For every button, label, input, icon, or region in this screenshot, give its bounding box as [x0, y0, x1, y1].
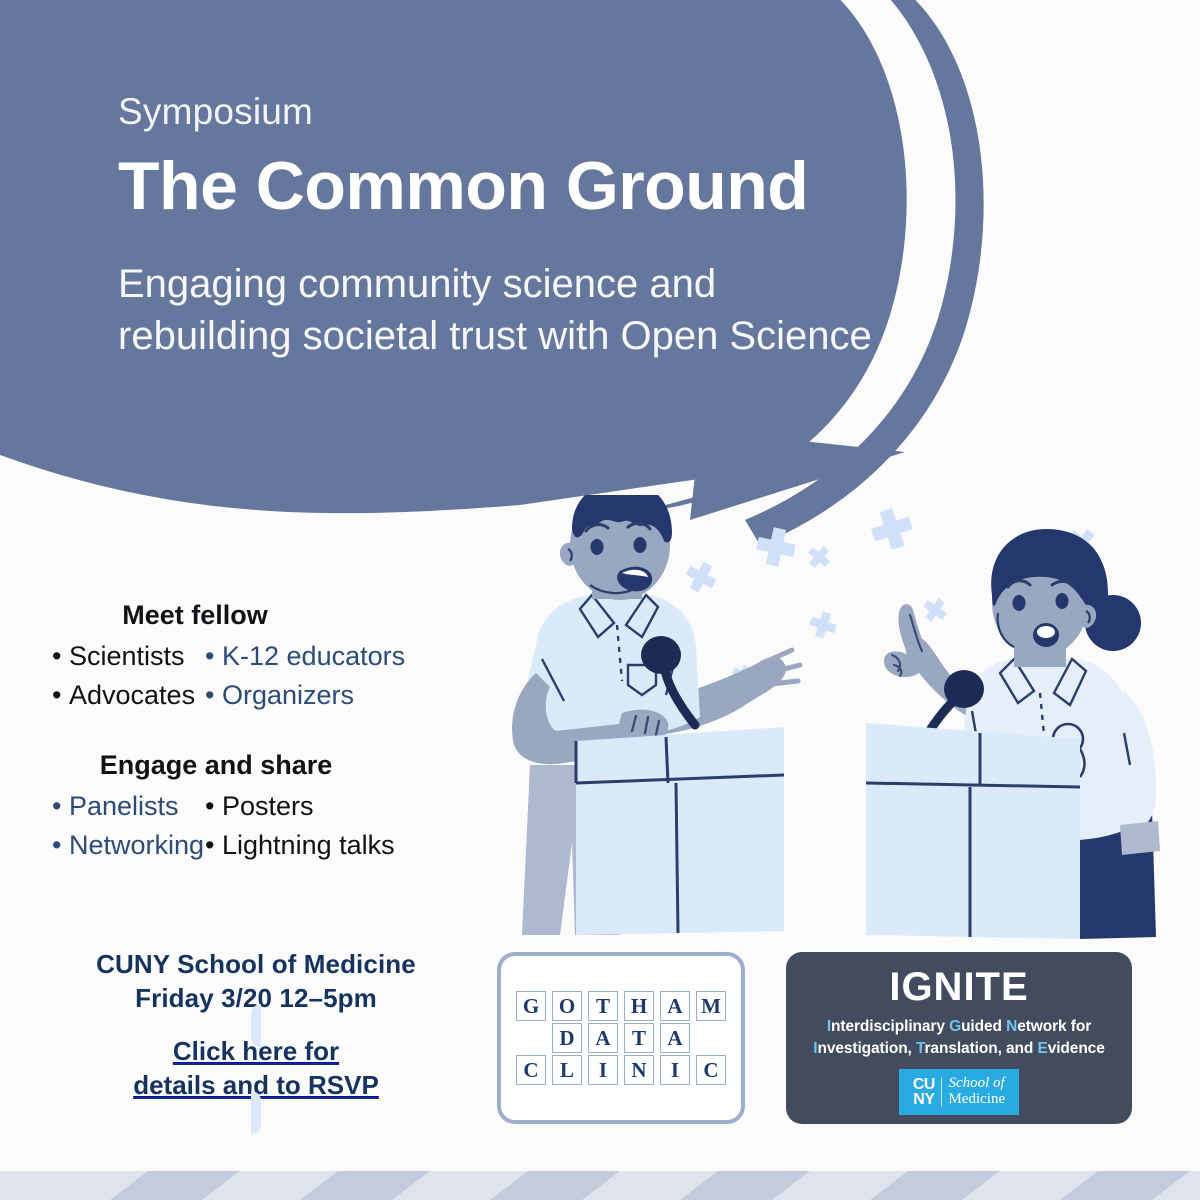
speech-bubble: Symposium The Common Ground Engaging com… — [0, 0, 984, 545]
ignite-subtitle-text: ranslation, and — [924, 1040, 1038, 1057]
gotham-logo-row-1: G O T H A M — [513, 990, 729, 1022]
ignite-subtitle-text: uided — [961, 1018, 1007, 1035]
logo-letter-cell: T — [624, 1023, 654, 1053]
list-item: •Advocates — [52, 676, 205, 715]
ignite-acronym-letter: I — [813, 1040, 818, 1057]
list-item-label: Advocates — [69, 680, 196, 711]
speech-bubble-shape — [0, 0, 984, 545]
list-item-label: Panelists — [69, 790, 179, 821]
ignite-title: IGNITE — [889, 965, 1029, 1009]
cuny-school-line2: Medicine — [948, 1091, 1006, 1107]
podium-right — [865, 670, 1081, 939]
logo-letter-cell: I — [588, 1055, 618, 1085]
logo-letter-cell: I — [660, 1055, 690, 1085]
ignite-subtitle-line-2: Investigation, Translation, and Evidence — [813, 1038, 1105, 1060]
subtitle: Engaging community science and rebuildin… — [118, 262, 872, 359]
logo-letter-cell: A — [588, 1023, 618, 1053]
list-item: •K-12 educators — [205, 637, 465, 676]
bullet-icon: • — [205, 680, 215, 711]
bullet-icon: • — [52, 641, 62, 671]
logo-letter-cell: H — [624, 991, 654, 1021]
gotham-data-clinic-logo: G O T H A M D A T A C L I N I C — [497, 952, 745, 1124]
list-group-meet-fellow: Meet fellow •Scientists •Advocates •K-12… — [0, 600, 500, 716]
logo-letter-cell: L — [552, 1055, 582, 1085]
bullet-icon: • — [52, 790, 62, 821]
cuny-wordmark-line1: CU — [912, 1075, 936, 1093]
bullet-icon: • — [205, 641, 215, 671]
list-item-label: Networking — [69, 830, 205, 861]
ignite-subtitle-line-1: Interdisciplinary Guided Network for — [813, 1016, 1104, 1038]
logo-letter-cell: T — [588, 991, 618, 1021]
venue-label: CUNY School of Medicine — [96, 949, 416, 979]
list-item: •Lightning talks — [205, 826, 465, 865]
benefits-lists: Meet fellow •Scientists •Advocates •K-12… — [0, 600, 500, 866]
list-item-label: Posters — [222, 790, 314, 821]
logo-letter-cell: D — [552, 1023, 582, 1053]
ignite-subtitle-text: vidence — [1047, 1040, 1105, 1057]
rsvp-button[interactable]: Click here for details and to RSVP — [56, 1003, 456, 1135]
logo-letter-cell: M — [696, 991, 726, 1021]
ignite-acronym-letter: G — [949, 1018, 962, 1035]
ignite-subtitle-text: nvestigation, — [817, 1040, 916, 1057]
podium-left — [574, 636, 785, 935]
cuny-school-text: School of Medicine — [948, 1076, 1005, 1107]
list-item: •Organizers — [205, 676, 465, 715]
gotham-logo-row-2: D A T A — [513, 1022, 729, 1054]
logo-letter-cell: O — [552, 991, 582, 1021]
list-heading-meet-fellow: Meet fellow — [122, 600, 268, 630]
speakers-illustration-svg — [512, 480, 1160, 939]
ignite-logo-card: IGNITE Interdisciplinary Guided Network … — [786, 952, 1132, 1124]
gotham-logo-row-3: C L I N I C — [513, 1054, 729, 1086]
cuny-school-of-medicine-logo: CU NY School of Medicine — [899, 1069, 1019, 1115]
list-column-left-1: •Scientists •Advocates — [0, 637, 205, 716]
list-heading-engage-and-share: Engage and share — [99, 749, 333, 780]
logo-spacer-cell — [696, 1023, 726, 1053]
eyebrow-label: Symposium — [118, 91, 314, 132]
list-column-right-2: •Posters •Lightning talks — [205, 787, 465, 866]
bottom-stripe-pattern — [0, 1171, 1200, 1200]
speaker-left — [512, 480, 803, 935]
logo-letter-cell: C — [696, 1055, 726, 1085]
ignite-acronym-letter: I — [826, 1018, 832, 1035]
ignite-subtitle-text: etwork for — [1017, 1018, 1092, 1035]
ignite-subtitle-text: nterdisciplinary — [831, 1018, 950, 1035]
list-group-engage-and-share: Engage and share •Panelists •Networking … — [0, 750, 500, 866]
list-item-label: Organizers — [222, 680, 355, 711]
logo-letter-cell: G — [516, 991, 546, 1021]
logo-letter-cell: C — [516, 1055, 546, 1085]
rsvp-button-line2: details and to RSVP — [133, 1070, 379, 1101]
bullet-icon: • — [52, 830, 62, 861]
cuny-wordmark-line2: NY — [913, 1091, 935, 1108]
list-item-label: K-12 educators — [222, 641, 406, 671]
page-title: The Common Ground — [118, 147, 809, 224]
list-item: •Panelists — [52, 787, 205, 826]
ignite-acronym-letter: E — [1037, 1040, 1048, 1057]
bubble-text-block: Symposium The Common Ground Engaging com… — [118, 91, 878, 362]
bullet-icon: • — [52, 680, 62, 711]
speakers-illustration — [480, 480, 1200, 955]
logo-letter-cell: N — [624, 1055, 654, 1085]
event-info: CUNY School of Medicine Friday 3/20 12–5… — [56, 948, 456, 1135]
bullet-icon: • — [205, 790, 215, 821]
list-item: •Scientists — [52, 637, 205, 676]
list-column-right-1: •K-12 educators •Organizers — [205, 637, 465, 716]
logo-letter-cell: A — [660, 991, 690, 1021]
list-column-left-2: •Panelists •Networking — [0, 787, 205, 866]
list-item: •Posters — [205, 787, 465, 826]
ignite-subtitle: Interdisciplinary Guided Network for Inv… — [813, 1016, 1105, 1060]
logo-letter-cell: A — [660, 1023, 690, 1053]
list-item-label: Scientists — [69, 641, 185, 671]
bottom-stripe-bar — [0, 1171, 1200, 1200]
cuny-wordmark: CU NY — [912, 1075, 936, 1108]
cuny-school-line1: School of — [948, 1075, 1005, 1092]
bullet-icon: • — [205, 830, 215, 861]
list-item: •Networking — [52, 826, 205, 865]
cuny-divider — [940, 1077, 943, 1107]
ignite-acronym-letter: N — [1006, 1018, 1018, 1035]
ignite-acronym-letter: T — [915, 1040, 925, 1057]
list-item-label: Lightning talks — [222, 830, 395, 861]
rsvp-button-line1: Click here for — [172, 1035, 340, 1066]
